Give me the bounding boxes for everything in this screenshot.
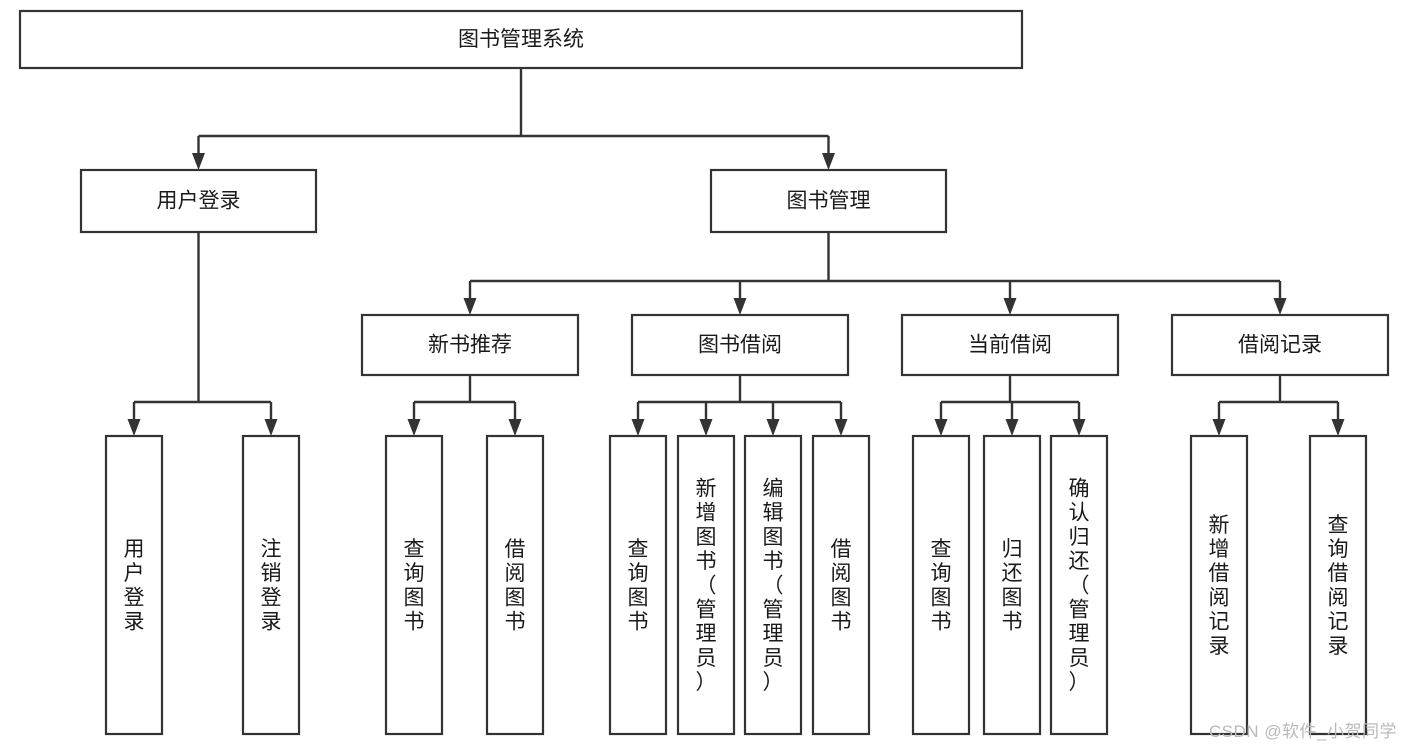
node-root[interactable]: 图书管理系统 [18,9,1024,70]
arrow-head-icon-leaf-add-record [1212,419,1226,436]
node-box-leaf-add-record [1189,434,1249,736]
node-box-leaf-borrow-book-2 [811,434,871,736]
node-layer: 图书管理系统用户登录图书管理新书推荐图书借阅当前借阅借阅记录用户登录注销登录查询… [18,9,1390,736]
node-leaf-user-login[interactable]: 用户登录 [104,434,164,736]
node-box-new-book-rec [360,313,580,377]
connector-group-user-login [127,232,278,436]
node-new-book-rec[interactable]: 新书推荐 [360,313,580,377]
node-box-leaf-confirm-return [1049,434,1109,736]
arrow-head-icon-leaf-query-record [1331,419,1345,436]
node-box-leaf-borrow-book-1 [485,434,545,736]
arrow-head-icon-leaf-confirm-return [1072,419,1086,436]
arrow-head-icon-leaf-user-login [127,419,141,436]
node-leaf-borrow-book-1[interactable]: 借阅图书 [485,434,545,736]
node-box-leaf-return-book [982,434,1042,736]
node-label-leaf-add-book: 新增图书（管理员） [696,477,717,694]
node-book-manage[interactable]: 图书管理 [709,168,948,234]
arrow-head-icon-leaf-edit-book [766,419,780,436]
node-box-leaf-query-book-3 [911,434,971,736]
node-label-leaf-borrow-book-2: 借阅图书 [831,538,852,634]
node-box-borrow-record [1170,313,1390,377]
node-label-root: 图书管理系统 [458,28,584,51]
node-leaf-add-book[interactable]: 新增图书（管理员） [676,434,736,736]
node-box-leaf-user-login [104,434,164,736]
node-book-borrow[interactable]: 图书借阅 [630,313,850,377]
node-leaf-return-book[interactable]: 归还图书 [982,434,1042,736]
arrow-head-icon-new-book-rec [463,298,477,315]
node-label-leaf-borrow-book-1: 借阅图书 [505,538,526,634]
arrow-head-icon-leaf-query-book-1 [407,419,421,436]
connector-group-book-borrow [631,375,848,436]
arrow-head-icon-leaf-query-book-2 [631,419,645,436]
node-user-login[interactable]: 用户登录 [79,168,318,234]
arrow-head-icon-borrow-record [1273,298,1287,315]
connector-group-root [192,68,835,170]
node-leaf-logout[interactable]: 注销登录 [241,434,301,736]
node-label-leaf-logout: 注销登录 [261,538,282,634]
node-box-leaf-query-book-2 [608,434,668,736]
arrow-head-icon-leaf-add-book [699,419,713,436]
connector-layer [127,68,1345,436]
node-label-leaf-edit-book: 编辑图书（管理员） [763,477,784,694]
node-label-leaf-confirm-return: 确认归还（管理员） [1069,477,1090,694]
arrow-head-icon-current-borrow [1003,298,1017,315]
node-leaf-query-record[interactable]: 查询借阅记录 [1308,434,1368,736]
arrow-head-icon-leaf-return-book [1005,419,1019,436]
node-box-leaf-logout [241,434,301,736]
node-leaf-add-record[interactable]: 新增借阅记录 [1189,434,1249,736]
node-label-leaf-return-book: 归还图书 [1002,538,1023,634]
node-borrow-record[interactable]: 借阅记录 [1170,313,1390,377]
arrow-head-icon-leaf-borrow-book-1 [508,419,522,436]
node-label-leaf-add-record: 新增借阅记录 [1209,514,1230,658]
node-label-current-borrow: 当前借阅 [968,334,1052,357]
node-label-borrow-record: 借阅记录 [1238,334,1322,357]
node-box-leaf-query-book-1 [384,434,444,736]
node-box-current-borrow [900,313,1120,377]
node-label-book-manage: 图书管理 [787,190,871,213]
arrow-head-icon-user-login [192,153,205,170]
node-leaf-confirm-return[interactable]: 确认归还（管理员） [1049,434,1109,736]
watermark-text: CSDN @软件_小贺同学 [1208,722,1397,741]
node-label-leaf-query-book-2: 查询图书 [628,538,649,634]
arrow-head-icon-book-borrow [733,298,747,315]
node-box-leaf-edit-book [743,434,803,736]
node-label-book-borrow: 图书借阅 [698,334,782,357]
node-box-leaf-add-book [676,434,736,736]
connector-group-borrow-record [1212,375,1345,436]
node-leaf-query-book-2[interactable]: 查询图书 [608,434,668,736]
connector-group-book-manage [463,232,1287,315]
arrow-head-icon-leaf-logout [264,419,278,436]
node-leaf-borrow-book-2[interactable]: 借阅图书 [811,434,871,736]
node-box-leaf-query-record [1308,434,1368,736]
node-leaf-query-book-1[interactable]: 查询图书 [384,434,444,736]
connector-group-current-borrow [934,375,1086,436]
node-label-leaf-user-login: 用户登录 [124,538,145,634]
node-box-book-borrow [630,313,850,377]
node-leaf-query-book-3[interactable]: 查询图书 [911,434,971,736]
arrow-head-icon-book-manage [822,153,835,170]
node-label-leaf-query-book-1: 查询图书 [404,538,425,634]
node-box-root [18,9,1024,70]
node-box-book-manage [709,168,948,234]
arrow-head-icon-leaf-query-book-3 [934,419,948,436]
node-leaf-edit-book[interactable]: 编辑图书（管理员） [743,434,803,736]
node-label-user-login: 用户登录 [157,190,241,213]
connector-group-new-book-rec [407,375,522,436]
node-label-leaf-query-book-3: 查询图书 [931,538,952,634]
arrow-head-icon-leaf-borrow-book-2 [834,419,848,436]
node-label-new-book-rec: 新书推荐 [428,334,512,357]
node-current-borrow[interactable]: 当前借阅 [900,313,1120,377]
node-box-user-login [79,168,318,234]
node-label-leaf-query-record: 查询借阅记录 [1328,514,1349,658]
